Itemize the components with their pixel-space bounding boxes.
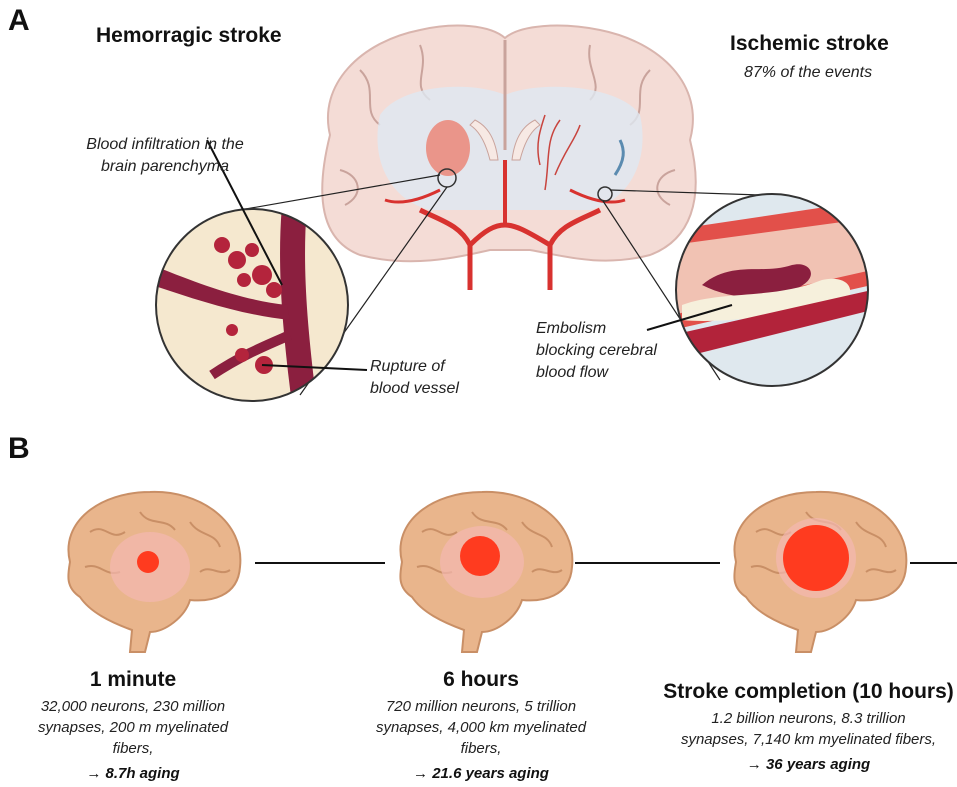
stage-3-desc-line1: 1.2 billion neurons, 8.3 trillion	[660, 708, 957, 729]
hemorrhage-magnified-circle	[152, 205, 352, 405]
stage-3-aging: → 36 years aging	[660, 756, 957, 773]
brain-stage-3	[716, 482, 916, 652]
stage-2-desc-line3: fibers,	[348, 738, 614, 759]
stage-2-text: 6 hours 720 million neurons, 5 trillion …	[348, 668, 614, 782]
stage-2-desc-line1: 720 million neurons, 5 trillion	[348, 696, 614, 717]
stage-1-desc-line2: synapses, 200 m myelinated	[0, 717, 266, 738]
stage-2-desc-line2: synapses, 4,000 km myelinated	[348, 717, 614, 738]
label-infiltration-line2: brain parenchyma	[60, 156, 270, 178]
stage-1-text: 1 minute 32,000 neurons, 230 million syn…	[0, 668, 266, 782]
panel-b-letter: B	[8, 432, 30, 466]
stage-3-desc-line2: synapses, 7,140 km myelinated fibers,	[660, 729, 957, 750]
embolism-magnified-circle	[672, 190, 872, 390]
stage-3-text: Stroke completion (10 hours) 1.2 billion…	[660, 680, 957, 773]
lesion-stage-2	[460, 536, 500, 576]
label-infiltration-line1: Blood infiltration in the	[60, 134, 270, 156]
label-embolism-line1: Embolism	[536, 318, 686, 340]
brain-stage-2	[382, 482, 582, 652]
label-embolism-line3: blood flow	[536, 362, 686, 384]
brain-stage-1	[50, 482, 250, 652]
label-rupture: Rupture of blood vessel	[370, 356, 510, 400]
stage-1-desc-line1: 32,000 neurons, 230 million	[0, 696, 266, 717]
label-embolism-line2: blocking cerebral	[536, 340, 686, 362]
stage-2-title: 6 hours	[348, 668, 614, 692]
stage-2-aging: → 21.6 years aging	[348, 765, 614, 782]
label-rupture-line1: Rupture of	[370, 356, 510, 378]
stage-3-title: Stroke completion (10 hours)	[660, 680, 957, 704]
label-rupture-line2: blood vessel	[370, 378, 510, 400]
label-embolism: Embolism blocking cerebral blood flow	[536, 318, 686, 384]
label-infiltration: Blood infiltration in the brain parenchy…	[60, 134, 270, 178]
stage-1-aging: → 8.7h aging	[0, 765, 266, 782]
lesion-stage-1	[137, 551, 159, 573]
stage-1-title: 1 minute	[0, 668, 266, 692]
lesion-stage-3	[783, 525, 849, 591]
stage-1-desc-line3: fibers,	[0, 738, 266, 759]
